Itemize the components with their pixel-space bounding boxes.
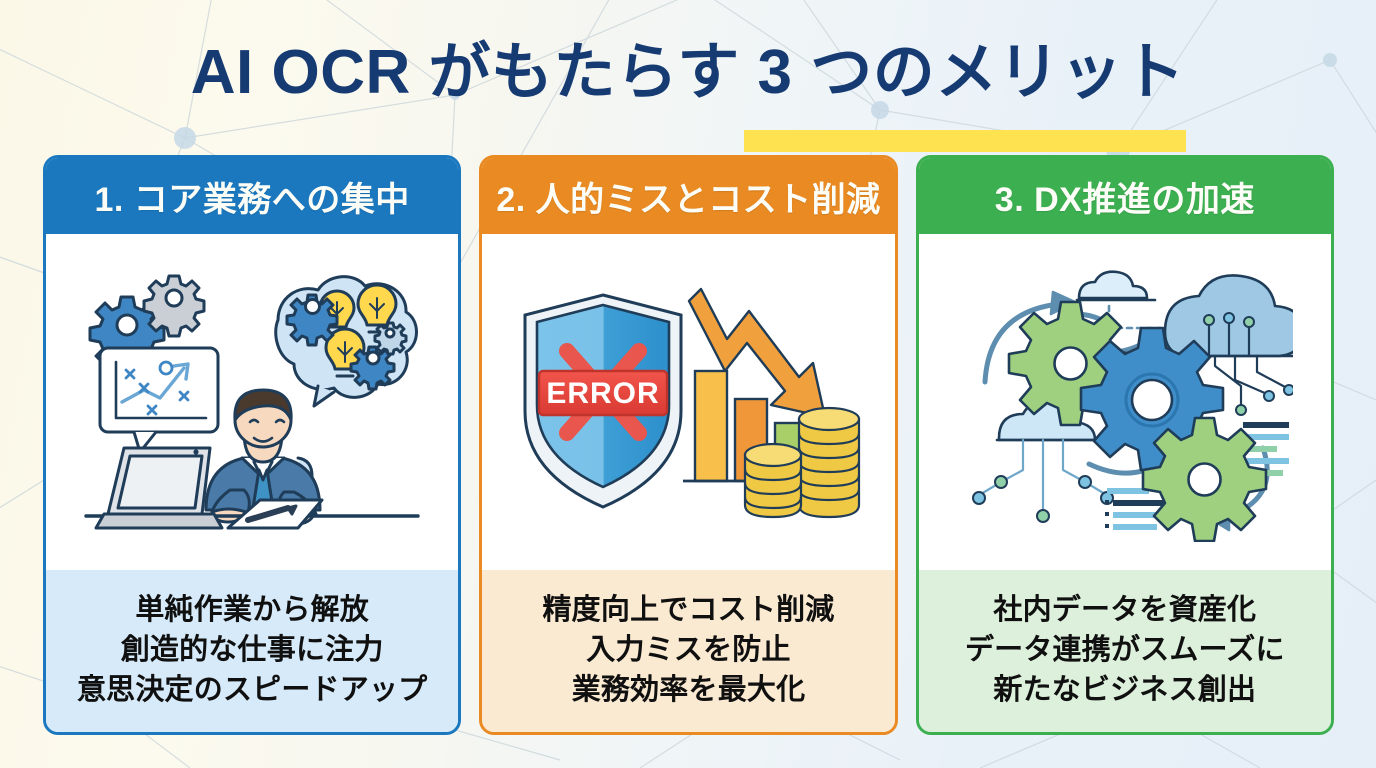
gears-cloud-network-illustration	[918, 234, 1331, 570]
card-header-3: 3. DX推進の加速	[918, 158, 1331, 234]
businessman-laptop-ideas-illustration	[46, 234, 459, 570]
merit-card-list: 1. コア業務への集中	[43, 155, 1334, 735]
card-footer-3: 社内データを資産化 データ連携がスムーズに 新たなビジネス創出	[918, 570, 1331, 732]
footer-line: 新たなビジネス創出	[993, 674, 1257, 706]
merit-card-dx-acceleration[interactable]: 3. DX推進の加速	[915, 155, 1334, 735]
title-highlight-bar	[744, 130, 1186, 152]
error-badge-text: ERROR	[547, 377, 660, 410]
footer-line: 入力ミスを防止	[586, 634, 791, 666]
card-footer-1: 単純作業から解放 創造的な仕事に注力 意思決定のスピードアップ	[46, 570, 459, 732]
merit-card-human-error-cost-reduction[interactable]: 2. 人的ミスとコスト削減	[479, 155, 898, 735]
merit-card-core-business-focus[interactable]: 1. コア業務への集中	[43, 155, 462, 735]
card-header-2: 2. 人的ミスとコスト削減	[482, 158, 895, 234]
footer-line: データ連携がスムーズに	[964, 634, 1285, 666]
card-header-1: 1. コア業務への集中	[46, 158, 459, 234]
footer-line: 業務効率を最大化	[571, 674, 806, 706]
shield-error-cost-down-illustration: ERROR	[482, 234, 895, 570]
footer-line: 社内データを資産化	[993, 594, 1257, 626]
footer-line: 単純作業から解放	[135, 594, 369, 626]
page-title-text: AI OCR がもたらす 3 つのメリット	[190, 38, 1186, 107]
footer-line: 創造的な仕事に注力	[120, 634, 384, 666]
card-footer-2: 精度向上でコスト削減 入力ミスを防止 業務効率を最大化	[482, 570, 895, 732]
footer-line: 精度向上でコスト削減	[542, 594, 835, 626]
footer-line: 意思決定のスピードアップ	[76, 674, 428, 706]
page-title: AI OCR がもたらす 3 つのメリット	[0, 36, 1376, 152]
